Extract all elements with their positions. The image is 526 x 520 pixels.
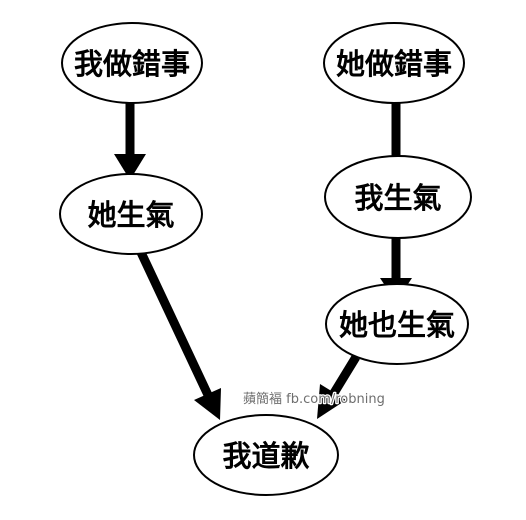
node-she-also-angry: 她也生氣	[325, 283, 469, 365]
arrowhead	[317, 384, 346, 419]
node-label-she-also-angry: 她也生氣	[339, 308, 455, 342]
node-ellipse	[193, 414, 339, 496]
node-ellipse	[61, 22, 203, 104]
arrowhead	[114, 154, 146, 180]
node-i-angry: 我生氣	[324, 155, 472, 239]
node-label-i-did-wrong: 我做錯事	[74, 47, 190, 81]
node-i-apologize: 我道歉	[193, 414, 339, 496]
edges	[114, 98, 412, 420]
node-she-did-wrong: 她做錯事	[323, 22, 465, 104]
edge-shaft	[133, 244, 213, 397]
node-ellipse	[323, 22, 465, 104]
arrowhead	[194, 388, 221, 420]
edge-i-did-wrong-to-she-angry	[114, 98, 146, 180]
edge-she-also-angry-to-i-apologize	[317, 354, 360, 419]
edge-she-angry-to-i-apologize	[133, 244, 221, 420]
watermark-text: 蘋簡褔 fb.com/robning	[243, 392, 385, 407]
node-i-did-wrong: 我做錯事	[61, 22, 203, 104]
node-label-she-did-wrong: 她做錯事	[336, 47, 452, 81]
node-label-i-angry: 我生氣	[354, 181, 441, 215]
node-label-i-apologize: 我道歉	[222, 439, 309, 473]
node-ellipse	[325, 283, 469, 365]
node-ellipse	[324, 155, 472, 239]
node-ellipse	[59, 173, 203, 255]
edge-shaft	[330, 354, 360, 396]
node-label-she-angry: 她生氣	[87, 198, 174, 232]
node-she-angry: 她生氣	[59, 173, 203, 255]
